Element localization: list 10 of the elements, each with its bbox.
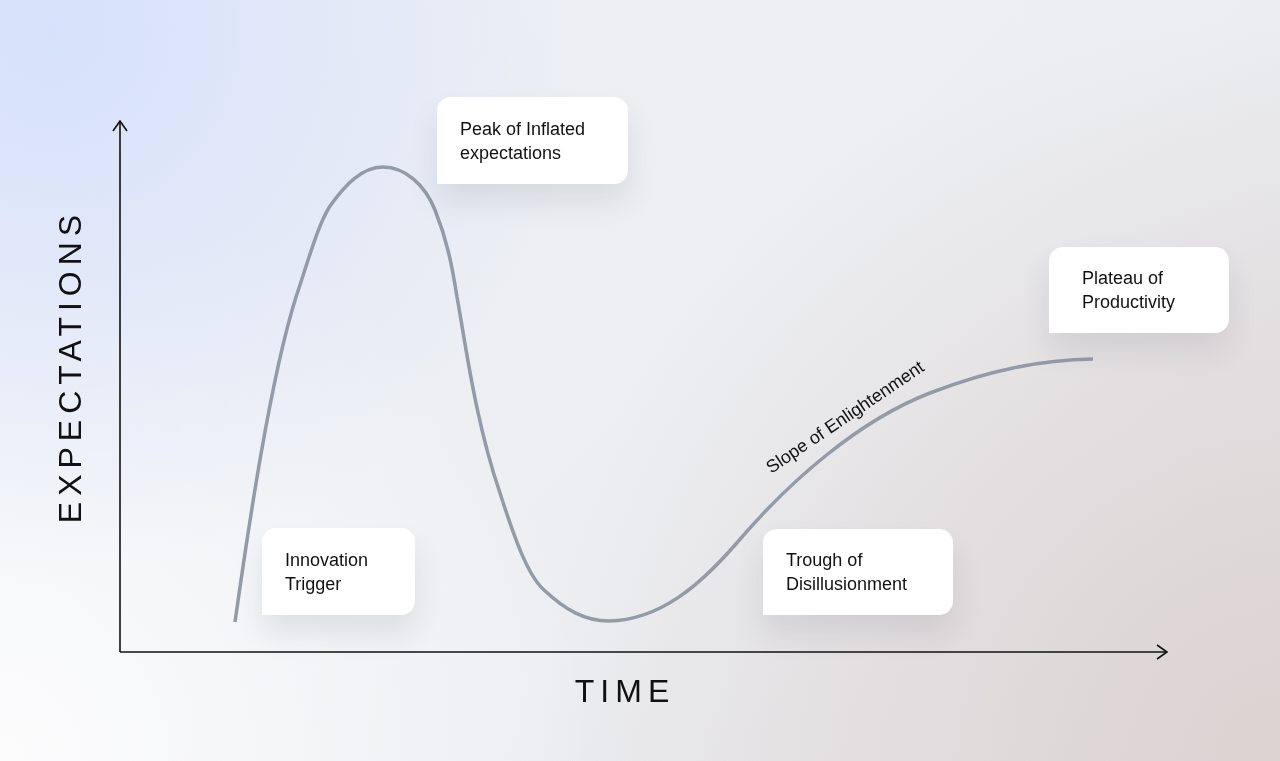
phase-label: Peak of Inflated expectations — [460, 118, 587, 165]
axis-title: TIME — [573, 673, 676, 709]
phase-card — [763, 529, 953, 615]
phase-card — [437, 97, 628, 184]
phase-card — [1049, 247, 1229, 333]
phase-label: Plateau of Productivity — [1082, 267, 1177, 314]
phase-label: Trough of Disillusionment — [786, 549, 909, 596]
axis-title: EXPECTATIONS — [52, 208, 88, 526]
phase-label: Innovation Trigger — [285, 549, 370, 596]
phase-card — [262, 528, 415, 615]
